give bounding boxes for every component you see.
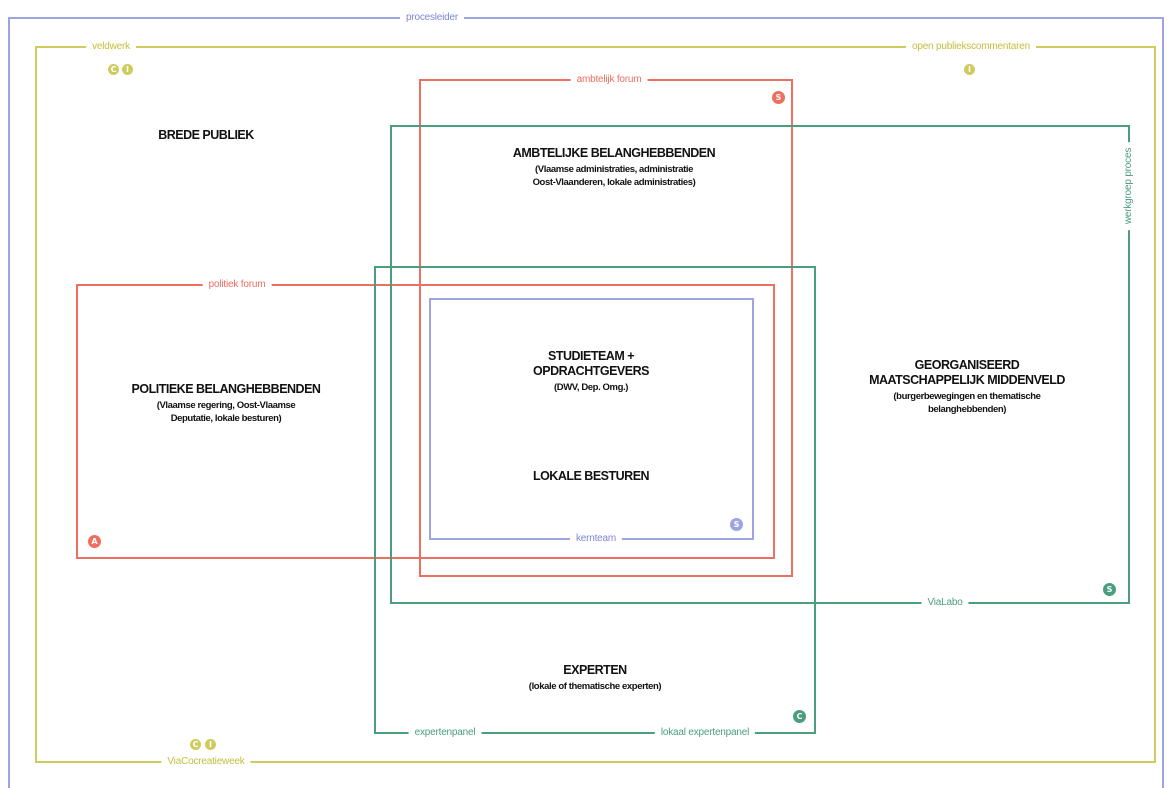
ambtelijk-title: AMBTELIJKE BELANGHEBBENDEN xyxy=(512,146,716,160)
label-werkgroep: werkgroep proces xyxy=(1123,141,1135,231)
label-lokaal-expertenpanel: lokaal expertenpanel xyxy=(654,727,756,739)
kernteam-badge: S xyxy=(730,518,743,531)
politiek-title: POLITIEKE BELANGHEBBENDEN xyxy=(131,382,321,396)
veldwerk-frame xyxy=(35,46,1156,763)
vialabo-badge: S xyxy=(1103,583,1116,596)
middenveld-title-2: MAATSCHAPPELIJK MIDDENVELD xyxy=(869,373,1065,387)
veldwerk-badge-1: C xyxy=(108,64,119,75)
group-experten: EXPERTEN (lokale of thematische experten… xyxy=(528,663,662,693)
brede-publiek-title: BREDE PUBLIEK xyxy=(158,128,254,142)
experten-sub: (lokale of thematische experten) xyxy=(528,681,662,692)
politiek-forum-frame xyxy=(76,284,775,559)
politiek-forum-badge: A xyxy=(88,535,101,548)
group-studieteam: STUDIETEAM + OPDRACHTGEVERS (DWV, Dep. O… xyxy=(533,349,649,394)
studieteam-title-1: STUDIETEAM + xyxy=(547,349,635,363)
kernteam-frame xyxy=(429,298,754,540)
label-politiek-forum: politiek forum xyxy=(202,279,272,291)
label-viacocreatieweek: ViaCocreatieweek xyxy=(161,756,251,768)
werkgroep-frame xyxy=(390,125,1130,604)
experten-badge: C xyxy=(793,710,806,723)
veldwerk-badge-2: I xyxy=(122,64,133,75)
studieteam-title-2: OPDRACHTGEVERS xyxy=(533,364,649,378)
label-expertenpanel: expertenpanel xyxy=(408,727,482,739)
group-brede-publiek: BREDE PUBLIEK xyxy=(158,128,254,143)
ambtelijk-forum-badge: S xyxy=(772,91,785,104)
middenveld-title-1: GEORGANISEERD xyxy=(914,358,1020,372)
viacocreatie-badge-1: C xyxy=(190,739,201,750)
middenveld-sub: (burgerbewegingen en thematische belangh… xyxy=(893,391,1041,415)
politiek-sub-1: (Vlaamse regering, Oost-Vlaamse xyxy=(156,400,296,411)
politiek-sub-2: Deputatie, lokale besturen) xyxy=(170,413,282,424)
group-lokale-besturen: LOKALE BESTUREN xyxy=(532,469,650,484)
viacocreatie-badge-2: I xyxy=(205,739,216,750)
ambtelijk-sub-1: (Vlaamse administraties, administratie xyxy=(535,164,693,175)
label-kernteam: kernteam xyxy=(569,533,623,545)
studieteam-sub: (DWV, Dep. Omg.) xyxy=(553,382,628,393)
group-ambtelijk: AMBTELIJKE BELANGHEBBENDEN (Vlaamse admi… xyxy=(512,146,716,189)
label-procesleider: procesleider xyxy=(399,12,465,24)
experten-frame xyxy=(374,266,816,734)
label-open-publiek: open publiekscommentaren xyxy=(905,41,1037,53)
open-publiek-badge: I xyxy=(964,64,975,75)
experten-title: EXPERTEN xyxy=(563,663,627,677)
group-middenveld: GEORGANISEERD MAATSCHAPPELIJK MIDDENVELD… xyxy=(865,358,1070,416)
group-politiek: POLITIEKE BELANGHEBBENDEN (Vlaamse reger… xyxy=(132,382,321,425)
procesleider-frame xyxy=(8,17,1164,788)
label-ambtelijk-forum: ambtelijk forum xyxy=(570,74,648,86)
label-veldwerk: veldwerk xyxy=(86,41,136,53)
ambtelijk-sub-2: Oost-Vlaanderen, lokale administraties) xyxy=(532,177,696,188)
lokale-besturen-title: LOKALE BESTUREN xyxy=(532,469,650,483)
label-vialabo: ViaLabo xyxy=(921,597,969,609)
